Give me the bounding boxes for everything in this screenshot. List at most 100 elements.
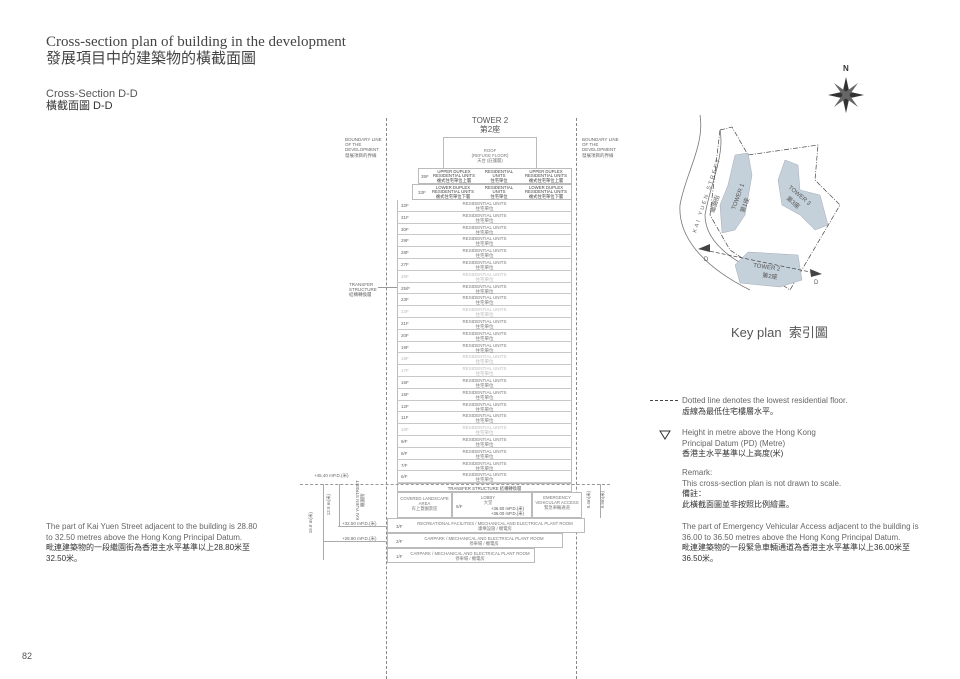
unit-zh: 住宅單位 — [490, 193, 508, 199]
lowest-residential-line — [300, 484, 610, 485]
tower-2-label: TOWER 2 — [753, 263, 781, 273]
dimension-line — [323, 484, 324, 560]
dashed-line-symbol — [650, 400, 678, 402]
unit-zh: 住宅單位 — [475, 324, 494, 329]
floor-label: 15F — [401, 391, 409, 397]
roof-zh: 天台 (庇護層) — [477, 158, 503, 163]
unit-zh: 住宅單位 — [475, 335, 494, 341]
unit-zh: 複式住宅單位下層 — [528, 193, 564, 199]
unit-en: RESIDENTIAL UNITS — [462, 425, 507, 431]
unit-zh: 住宅單位 — [475, 347, 494, 353]
leader-line — [378, 287, 397, 288]
floor-label: 8/F — [401, 450, 408, 456]
page-number: 82 — [22, 651, 33, 661]
roof-refuge: (REFUGE FLOOR) — [471, 153, 509, 158]
unit-en: RESIDENTIAL UNITS — [462, 307, 507, 313]
tower-2-zh: 第2座 — [762, 271, 778, 281]
level-4540: +45.40 mP.D.(米) — [314, 473, 349, 478]
floor-label: 6/F — [401, 474, 408, 480]
dimension-9-9m: 9.9m(米) — [600, 490, 606, 509]
boundary-en: BOUNDARY LINE OF THE DEVELOPMENT — [582, 137, 619, 153]
floor-label: 2/F — [396, 539, 403, 544]
unit-zh: 住宅單位 — [475, 453, 494, 459]
unit-zh: 住宅單位 — [475, 229, 494, 235]
transfer-zh: 結構轉換層 — [349, 292, 372, 298]
section-zh: 橫截面圖 D-D — [46, 100, 113, 112]
dimension-9-4m: 9.4m(米) — [586, 490, 592, 509]
unit-zh: 住宅單位 — [475, 371, 494, 377]
floor-label: 16F — [401, 380, 409, 385]
street-edge — [704, 129, 761, 274]
dotted-en: Dotted line denotes the lowest residenti… — [682, 396, 848, 405]
section-marker-icon — [810, 269, 822, 277]
kai-yuen-note: The part of Kai Yuen Street adjacent to … — [46, 522, 261, 564]
unit-en: RESIDENTIAL UNITS — [462, 201, 507, 206]
lobby-zh: 大堂 — [483, 500, 493, 505]
floor-label: 35F — [421, 174, 429, 179]
boundary-en: BOUNDARY LINE OF THE DEVELOPMENT — [345, 137, 382, 153]
roof-en: ROOF — [483, 148, 497, 153]
unit-en: RESIDENTIAL UNITS — [462, 378, 507, 383]
unit-zh: 住宅單位 — [475, 418, 494, 424]
level-3250: +32.50 mP.D.(米) — [342, 521, 377, 526]
dimension-line — [339, 484, 340, 526]
unit-en: RESIDENTIAL UNITS — [462, 224, 507, 230]
unit-en: RESIDENTIAL UNITS — [462, 271, 507, 277]
floor-label: 31F — [401, 214, 409, 220]
height-en2: Principal Datum (PD) (Metre) — [682, 438, 786, 448]
height-zh: 香港主水平基準以上高度(米) — [682, 449, 784, 458]
floor-label: 5/F — [456, 504, 463, 509]
unit-en: RESIDENTIAL UNITS — [462, 448, 507, 454]
floor-label: 26F — [401, 273, 409, 279]
key-plan-label: Key plan 索引圖 — [731, 325, 828, 340]
kai-yuen-note-zh: 毗連建築物的一段繼園街為香港主水平基準以上28.80米至32.50米。 — [46, 543, 251, 563]
floor-label: 30F — [401, 226, 409, 232]
roof: ROOF(REFUGE FLOOR)天台 (庇護層) — [443, 137, 537, 168]
eva-en: EMERGENCY VEHICULAR ACCESS — [535, 495, 579, 505]
unit-en: RESIDENTIAL UNITS — [462, 319, 507, 324]
level-2880: +28.80 mP.D.(米) — [342, 536, 377, 541]
title-zh: 發展項目中的建築物的橫截面圖 — [46, 51, 257, 67]
tower-en: TOWER 2 — [471, 116, 509, 125]
unit-zh: 住宅單位 — [475, 359, 494, 365]
title-en: Cross-section plan of building in the de… — [46, 34, 346, 50]
floor-label: 9/F — [401, 439, 408, 444]
transfer-row-text: TRANSFER STRUCTURE 結構轉換層 — [447, 485, 522, 491]
key-plan-map: N D D KAI YUEN STREET 繼園街 TOWER 1 第1座 TO… — [679, 64, 864, 291]
unit-en: RESIDENTIAL UNITS — [462, 295, 507, 301]
floor-use-en: RECREATIONAL FACILITIES / MECHANICAL AND… — [417, 521, 573, 526]
unit-en: RESIDENTIAL UNITS — [462, 413, 507, 419]
unit-en: LOWER DUPLEX RESIDENTIAL UNITS — [431, 184, 475, 195]
unit-en: RESIDENTIAL UNITS — [462, 472, 507, 478]
level-3600: +36.00 mP.D.(米) — [491, 511, 524, 516]
floor-use-zh: 康樂設施 / 機電房 — [478, 526, 512, 531]
floor-label: 22F — [401, 309, 409, 315]
north-arrow-icon — [828, 77, 864, 113]
unit-en: RESIDENTIAL UNITS — [462, 389, 507, 395]
floor-use-en: CARPARK / MECHANICAL AND ELECTRICAL PLAN… — [410, 551, 530, 556]
